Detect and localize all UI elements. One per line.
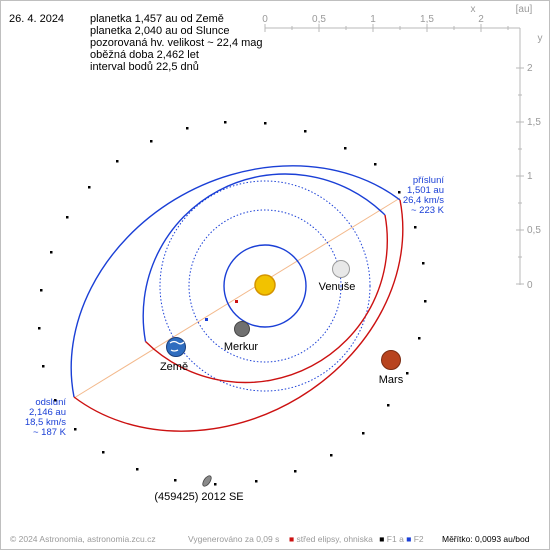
copyright-text: © 2024 Astronomia, astronomia.zcu.cz [10,534,156,544]
sun-icon [254,274,276,296]
x-tick-label: 0,5 [312,14,326,25]
info-line: planetka 2,040 au od Slunce [90,25,230,37]
asteroid-label: (459425) 2012 SE [154,491,243,503]
x-axis-ticks [264,24,509,32]
y-axis-ticks [516,67,524,285]
info-line: pozorovaná hv. velikost ~ 22,4 mag [90,37,263,49]
perihelion-speed: 26,4 km/s [402,195,444,206]
info-line: interval bodů 22,5 dnů [90,61,199,73]
f2-marker-icon: ■ [406,534,412,544]
focus-f2-marker [205,318,208,321]
aphelion-annotation: odsluní 2,146 au 18,5 km/s ~ 187 K [24,397,66,438]
aphelion-speed: 18,5 km/s [24,417,66,428]
info-line: planetka 1,457 au od Země [90,13,224,25]
center-marker-icon: ■ [289,534,295,544]
asteroid-orbit-above [70,165,401,398]
mars-label: Mars [379,374,404,386]
aphelion-distance: 2,146 au [29,407,66,418]
f1-label: F1 [386,534,397,544]
y-tick-label: 0 [527,280,533,291]
mercury-icon [234,321,250,337]
mars-orbit-below [145,214,388,384]
legend-conjunction: a [399,534,404,544]
venus-icon [332,260,350,278]
aphelion-title: odsluní [35,397,66,408]
perihelion-temperature: ~ 223 K [410,205,444,216]
perihelion-annotation: přísluní 1,501 au 26,4 km/s ~ 223 K [402,175,444,216]
earth-clouds [169,340,185,352]
mercury-label: Merkur [224,341,259,353]
earth-orbit [159,180,371,392]
axis-unit-label: [au] [516,4,533,15]
scale-text: Měřítko: 0,0093 au/bod [442,534,530,544]
f1-marker-icon: ■ [379,534,385,544]
earth-icon [166,337,186,357]
mars-icon [381,350,401,370]
y-tick-label: 2 [527,63,533,74]
apsis-line [73,197,401,399]
ellipse-center-marker [235,300,238,303]
asteroid-orbit-below [73,199,404,432]
generated-time: Vygenerováno za 0,09 s [188,534,280,544]
info-line: oběžná doba 2,462 let [90,49,199,61]
x-axis-var-label: x [471,4,476,15]
x-tick-label: 1 [370,14,376,25]
y-tick-label: 1,5 [527,117,541,128]
asteroid-icon [202,475,212,487]
aphelion-temperature: ~ 187 K [32,427,66,438]
perihelion-title: přísluní [412,175,444,186]
x-tick-label: 1,5 [420,14,434,25]
date-label: 26. 4. 2024 [9,13,65,25]
earth-label: Země [160,361,188,373]
asteroid-orbit-points [38,121,427,486]
y-axis-var-label: y [538,33,543,44]
x-tick-label: 0 [262,14,268,25]
venus-label: Venuše [319,281,356,293]
perihelion-distance: 1,501 au [407,185,444,196]
center-legend-label: střed elipsy, ohniska [296,534,373,544]
f2-label: F2 [413,534,424,544]
y-tick-label: 0,5 [527,225,541,236]
venus-orbit [188,209,342,363]
x-tick-label: 2 [478,14,484,25]
info-block: planetka 1,457 au od Země planetka 2,040… [90,13,263,73]
mars-orbit-above [142,173,386,342]
mercury-orbit [223,244,307,328]
y-tick-label: 1 [527,171,533,182]
legend-center-foci: ■ střed elipsy, ohniska ■ F1 a ■ F2 [289,534,424,544]
